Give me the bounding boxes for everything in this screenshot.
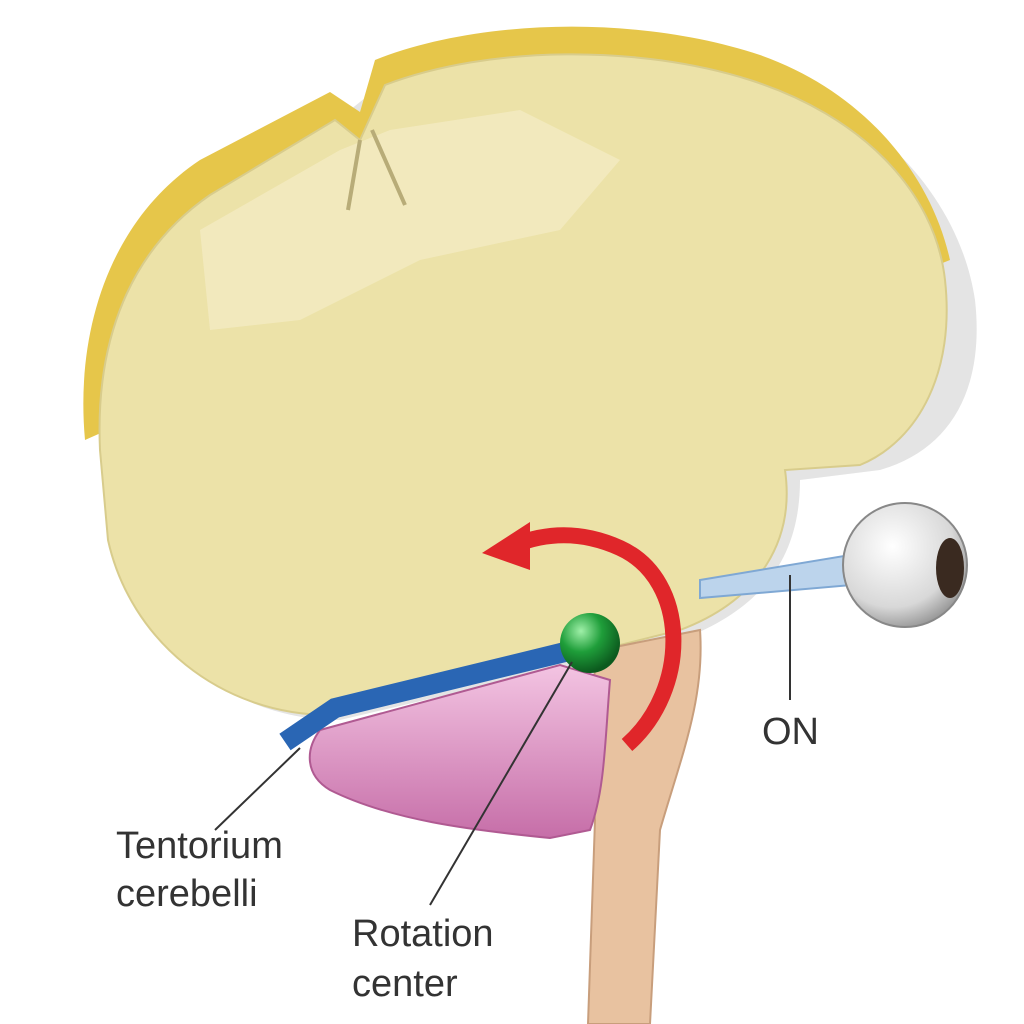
rotation-label-line2: center [352, 963, 458, 1005]
cerebrum-highlight [200, 110, 620, 330]
tentorium-leader-line [214, 747, 301, 831]
tentorium-cerebelli [279, 642, 568, 751]
rotation-arrowhead [482, 522, 530, 570]
eye [842, 502, 968, 628]
optic-nerve-label: ON [762, 711, 819, 753]
rotation-arrow [512, 527, 682, 752]
tentorium-label-line2: cerebelli [116, 873, 258, 915]
rotation-leader-line [429, 661, 573, 906]
sulcus [346, 129, 407, 211]
tentorium-label-line1: Tentorium [116, 825, 283, 867]
rotation-label-line1: Rotation [352, 913, 494, 955]
rotation-center-ball [560, 613, 620, 673]
pupil [936, 538, 964, 598]
cerebellum [308, 663, 612, 840]
